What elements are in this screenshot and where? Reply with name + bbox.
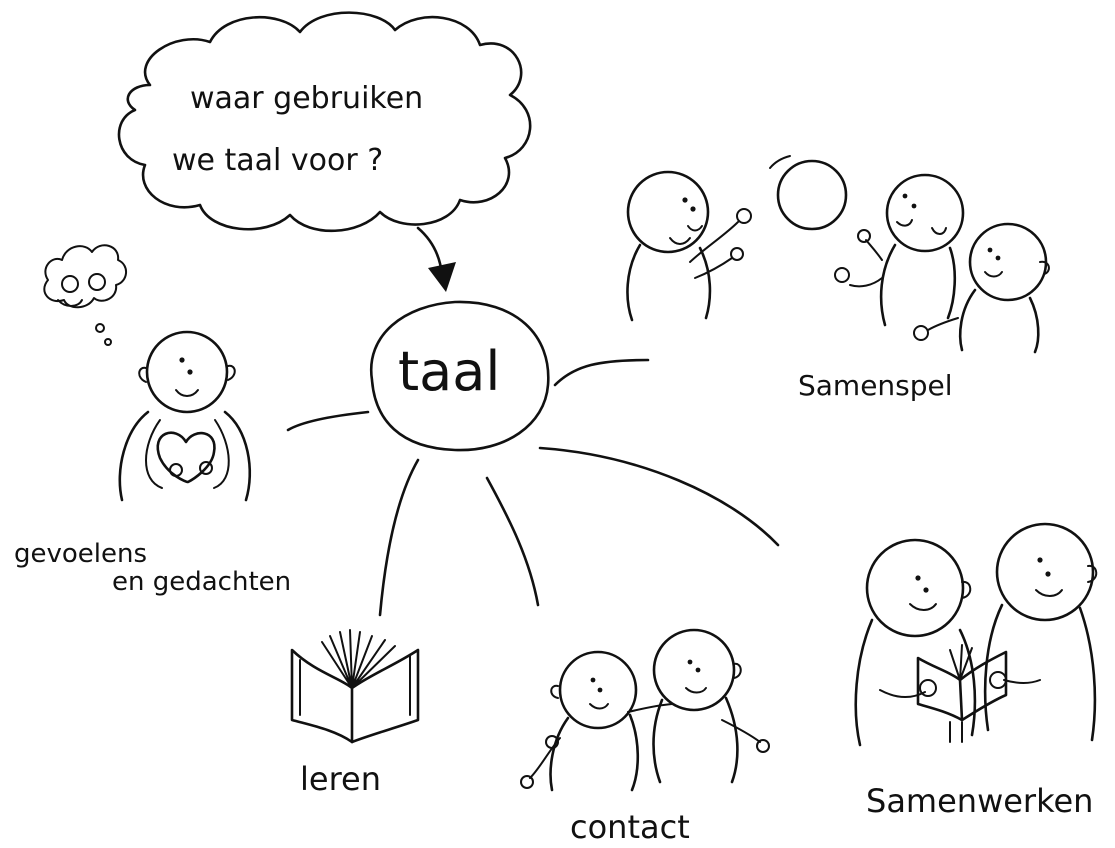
samenwerken-illustration: Samenwerken [854, 522, 1098, 820]
question-cloud: waar gebruiken we taal voor ? [117, 11, 532, 233]
question-line-1: waar gebruiken [190, 81, 423, 116]
label-gevoelens-1: gevoelens [14, 539, 147, 569]
arrow-icon [416, 226, 456, 292]
question-line-2: we taal voor ? [172, 143, 383, 178]
gevoelens-illustration: gevoelens en gedachten [14, 244, 291, 597]
connector-gevoelens [286, 410, 370, 432]
connector-samenspel [553, 358, 650, 387]
center-node: taal [369, 300, 550, 452]
label-gevoelens-2: en gedachten [112, 567, 291, 597]
connector-lines [286, 358, 780, 617]
connector-leren [378, 458, 420, 617]
samenspel-illustration: Samenspel [626, 155, 1050, 402]
connector-contact [485, 476, 540, 607]
leren-illustration: leren [290, 629, 420, 798]
contact-illustration: contact [520, 628, 770, 846]
label-samenwerken: Samenwerken [866, 782, 1093, 820]
label-contact: contact [570, 808, 690, 846]
center-label: taal [398, 340, 500, 403]
label-leren: leren [300, 760, 381, 798]
label-samenspel: Samenspel [798, 369, 953, 402]
connector-samenwerken [538, 446, 780, 547]
book-icon [916, 644, 1008, 722]
book-icon [290, 629, 420, 744]
